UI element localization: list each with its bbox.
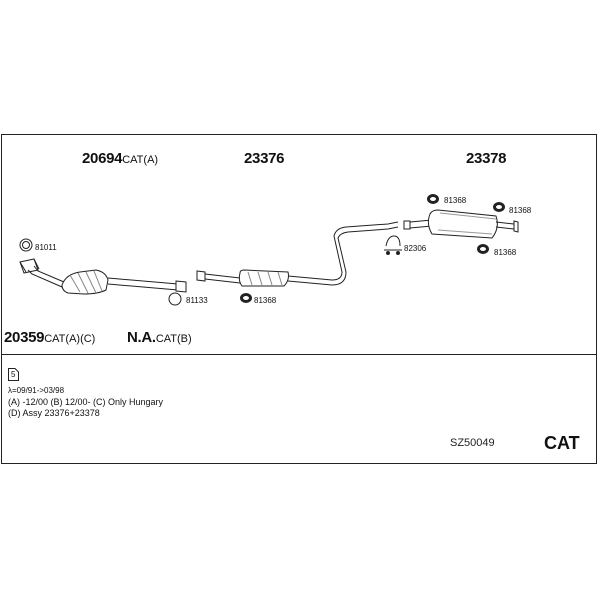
diagram-frame — [1, 134, 597, 464]
part-label-20359: 20359CAT(A)(C) — [4, 329, 96, 346]
diagram-code: SZ50049 — [450, 437, 495, 449]
assembly-note: (D) Assy 23376+23378 — [8, 408, 100, 418]
rubber-mount-icon — [493, 202, 505, 212]
catalytic-converter — [61, 269, 187, 295]
system-type: CAT — [544, 433, 580, 453]
middle-pipe-23376 — [196, 221, 399, 287]
variant-note: (A) -12/00 (B) 12/00- (C) Only Hungary — [8, 397, 164, 407]
rubber-mount-icon — [427, 194, 439, 204]
ring-clamp-icon — [168, 292, 182, 306]
front-pipe — [19, 258, 65, 288]
ring-clamp-icon — [19, 238, 33, 252]
part-label-81133: 81133 — [186, 296, 208, 305]
part-label-20694: 20694CAT(A) — [82, 150, 159, 167]
part-label-23378: 23378 — [466, 150, 507, 167]
part-label-81368-b: 81368 — [444, 196, 467, 205]
rear-silencer-23378 — [403, 209, 519, 239]
u-bolt-clamp-icon — [384, 235, 402, 255]
rubber-mount-icon — [477, 244, 489, 254]
part-label-23376: 23376 — [244, 150, 285, 167]
part-label-82306: 82306 — [404, 244, 427, 253]
part-label-81011: 81011 — [35, 243, 57, 252]
lambda-note: λ=09/91->03/98 — [8, 386, 65, 395]
document-icon-number: 5 — [11, 370, 16, 379]
part-label-81368-a: 81368 — [254, 296, 277, 305]
part-label-na: N.A.CAT(B) — [127, 329, 192, 346]
rubber-mount-icon — [240, 293, 252, 303]
document-icon — [8, 368, 19, 381]
notes-divider — [1, 354, 597, 355]
part-label-81368-c: 81368 — [509, 206, 532, 215]
part-label-81368-d: 81368 — [494, 248, 517, 257]
